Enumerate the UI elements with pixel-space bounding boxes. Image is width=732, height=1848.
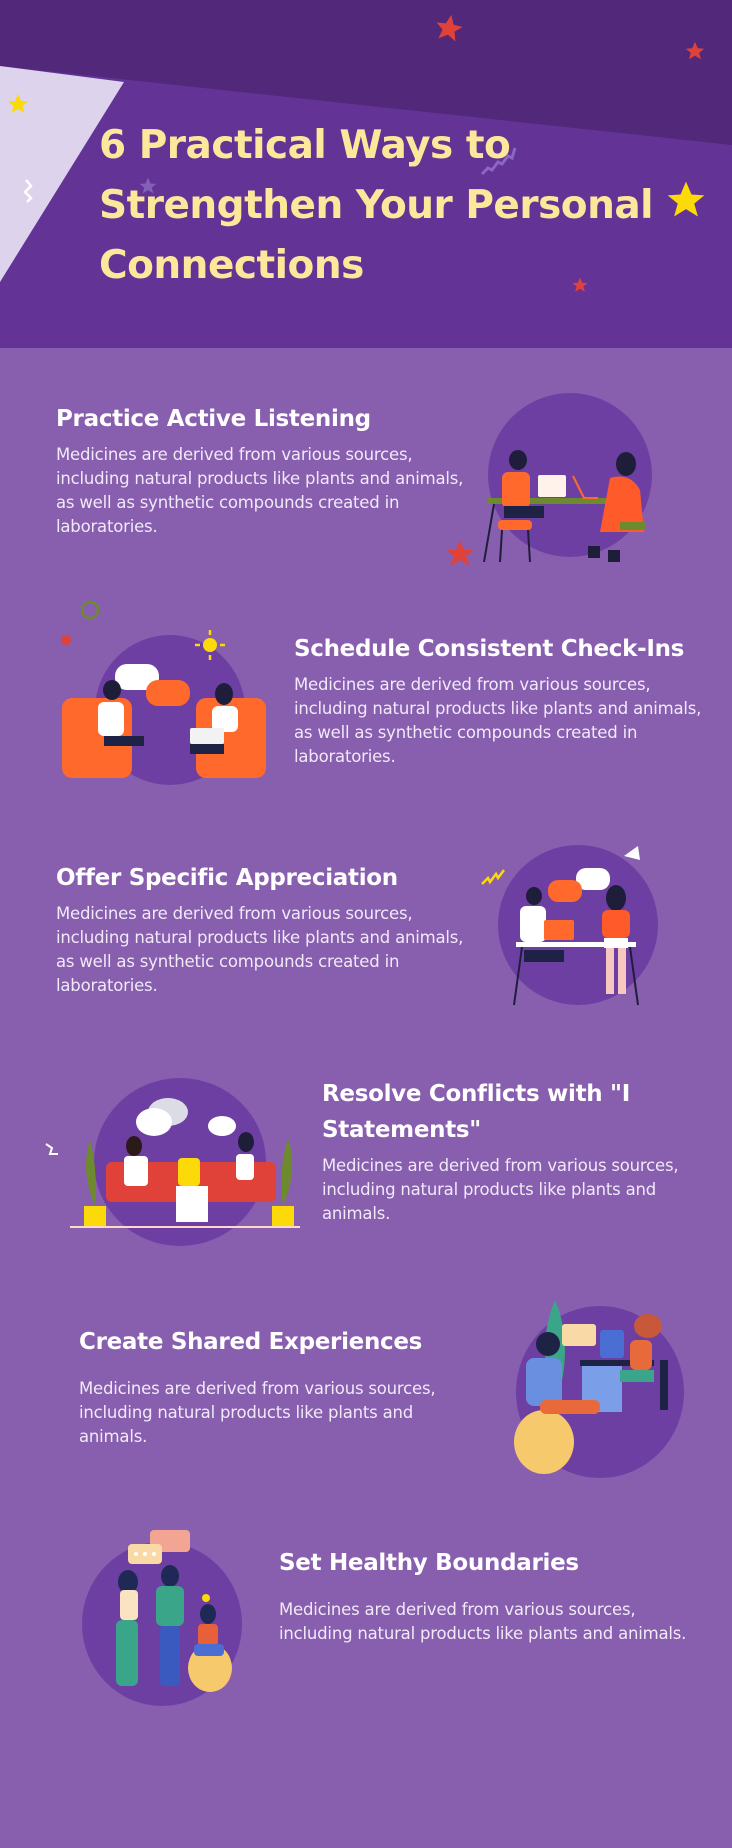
- squiggle-icon: [23, 179, 33, 203]
- shared-experiences-illustration: [514, 1300, 684, 1478]
- hero-background: [0, 0, 732, 282]
- tip-body: Medicines are derived from various sourc…: [56, 445, 464, 536]
- tip-title: Set Healthy Boundaries: [279, 1550, 579, 1576]
- page-title: 6 Practical Ways to Strengthen Your Pers…: [99, 123, 654, 288]
- tip-body: Medicines are derived from various sourc…: [79, 1379, 436, 1446]
- tip-section-2: Schedule Consistent Check-Ins Medicines …: [294, 631, 714, 769]
- tip-body: Medicines are derived from various sourc…: [56, 904, 464, 995]
- tip-title: Resolve Conflicts with "I Statements": [322, 1081, 630, 1143]
- red-star-icon: [572, 277, 588, 292]
- tip-section-4: Resolve Conflicts with "I Statements" Me…: [322, 1076, 712, 1226]
- faint-star-icon: [139, 177, 157, 194]
- tip-section-1: Practice Active Listening Medicines are …: [56, 401, 466, 539]
- tip-section-3: Offer Specific Appreciation Medicines ar…: [56, 860, 466, 998]
- red-star-icon: [436, 14, 463, 42]
- tip-section-6: Set Healthy Boundaries Medicines are der…: [279, 1545, 699, 1646]
- hero-header: 6 Practical Ways to Strengthen Your Pers…: [0, 0, 732, 348]
- tip-section-5: Create Shared Experiences Medicines are …: [79, 1324, 479, 1449]
- tip-body: Medicines are derived from various sourc…: [279, 1600, 687, 1643]
- boundaries-illustration: [82, 1530, 242, 1706]
- yellow-star-icon: [8, 94, 28, 113]
- conflict-resolution-illustration: [45, 1078, 300, 1246]
- tip-body: Medicines are derived from various sourc…: [294, 675, 702, 766]
- tip-title: Offer Specific Appreciation: [56, 865, 398, 891]
- tip-title: Schedule Consistent Check-Ins: [294, 636, 685, 662]
- active-listening-illustration: [446, 393, 652, 566]
- tip-title: Create Shared Experiences: [79, 1329, 423, 1355]
- squiggle-icon: [480, 147, 516, 176]
- yellow-star-icon: [667, 181, 705, 217]
- appreciation-illustration: [481, 845, 658, 1006]
- red-star-icon: [685, 41, 705, 60]
- tip-body: Medicines are derived from various sourc…: [322, 1156, 679, 1223]
- tip-title: Practice Active Listening: [56, 406, 371, 432]
- check-ins-illustration: [61, 600, 266, 785]
